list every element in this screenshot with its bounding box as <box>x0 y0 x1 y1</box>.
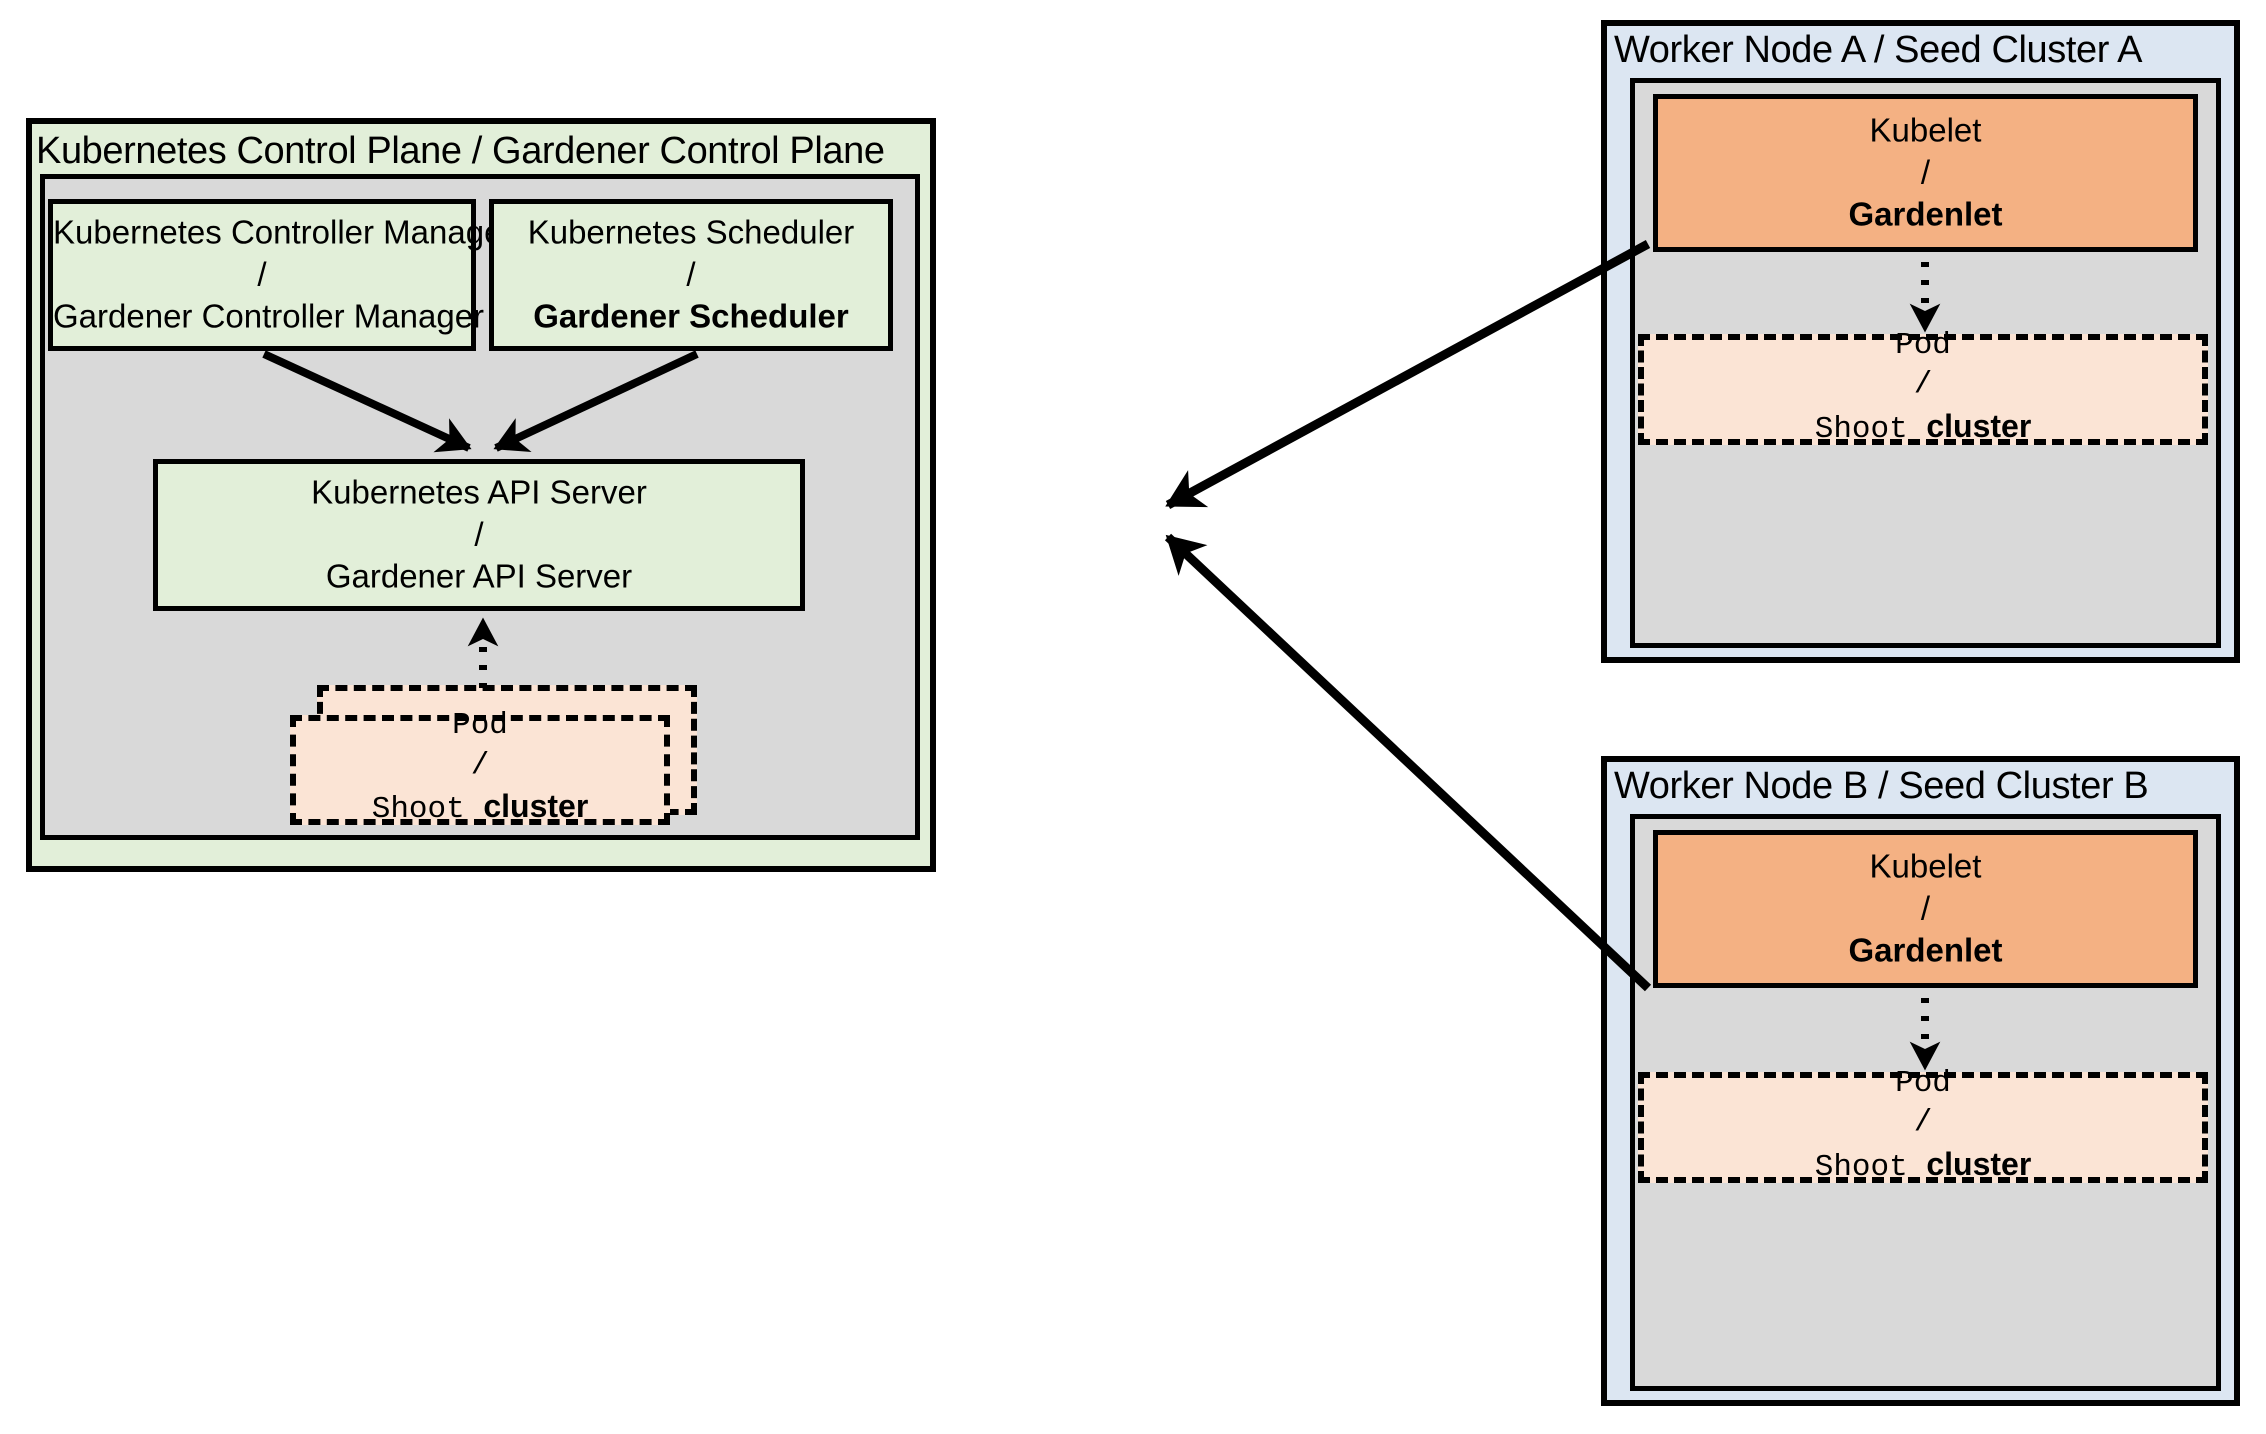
seed-a-kubelet-line1: Kubelet <box>1869 111 1982 149</box>
seed-a-kubelet-line2: Gardenlet <box>1848 196 2003 234</box>
seed-a-pod-line2-prefix: Shoot <box>1814 411 1927 447</box>
seed-a-pod-separator: / <box>1913 367 1933 403</box>
scheduler-separator: / <box>686 255 696 293</box>
control-plane-pod-box[interactable]: Pod / Shoot cluster <box>290 708 670 827</box>
seed-b-pod-box[interactable]: Pod / Shoot cluster <box>1638 1066 2208 1185</box>
control-plane-pod-line2-prefix: Shoot <box>371 792 484 828</box>
seed-b-kubelet-label: Kubelet / Gardenlet <box>1658 846 2193 973</box>
control-plane-title: Kubernetes Control Plane / Gardener Cont… <box>36 130 885 172</box>
control-plane-pod-separator: / <box>470 747 490 783</box>
controller-manager-line1: Kubernetes Controller Manager <box>53 213 514 251</box>
control-plane-pod-line2: Shoot cluster <box>296 785 664 830</box>
seed-b-pod-separator: / <box>1913 1105 1933 1141</box>
arrow-seed-b-to-api-server <box>1164 533 1652 992</box>
api-server-label: Kubernetes API Server / Gardener API Ser… <box>158 472 800 599</box>
seed-cluster-b-title: Worker Node B / Seed Cluster B <box>1614 765 2149 807</box>
control-plane-pod-label: Pod / Shoot cluster <box>296 706 664 830</box>
seed-a-kubelet-label: Kubelet / Gardenlet <box>1658 110 2193 237</box>
seed-b-pod-line2-prefix: Shoot <box>1814 1149 1927 1185</box>
seed-a-pod-label: Pod / Shoot cluster <box>1644 326 2202 450</box>
seed-b-pod-line2-suffix: cluster <box>1926 1145 2032 1182</box>
seed-a-pod-line2: Shoot cluster <box>1644 405 2202 450</box>
arrow-seed-a-to-api-server <box>1165 240 1651 509</box>
seed-a-kubelet-box[interactable]: Kubelet / Gardenlet <box>1653 94 2198 252</box>
controller-manager-separator: / <box>257 255 267 293</box>
kubernetes-api-server-box[interactable]: Kubernetes API Server / Gardener API Ser… <box>153 459 805 611</box>
scheduler-label: Kubernetes Scheduler / Gardener Schedule… <box>494 212 888 339</box>
controller-manager-label: Kubernetes Controller Manager / Gardener… <box>53 212 514 339</box>
controller-manager-line2: Gardener Controller Manager <box>53 298 485 336</box>
api-server-line2: Gardener API Server <box>325 558 633 596</box>
seed-a-kubelet-separator: / <box>1920 153 1931 191</box>
scheduler-line2: Gardener Scheduler <box>533 298 849 336</box>
seed-b-kubelet-line2: Gardenlet <box>1848 932 2003 970</box>
kubernetes-scheduler-box[interactable]: Kubernetes Scheduler / Gardener Schedule… <box>489 199 893 351</box>
seed-b-pod-label: Pod / Shoot cluster <box>1644 1064 2202 1188</box>
api-server-line1: Kubernetes API Server <box>311 473 647 511</box>
api-server-separator: / <box>474 515 484 553</box>
seed-a-pod-box[interactable]: Pod / Shoot cluster <box>1638 328 2208 447</box>
control-plane-pod-line2-suffix: cluster <box>483 788 589 825</box>
seed-b-kubelet-line1: Kubelet <box>1869 847 1982 885</box>
scheduler-line1: Kubernetes Scheduler <box>527 213 855 251</box>
seed-a-pod-line2-suffix: cluster <box>1926 407 2032 444</box>
seed-cluster-a-title: Worker Node A / Seed Cluster A <box>1614 29 2143 71</box>
kubernetes-controller-manager-box[interactable]: Kubernetes Controller Manager / Gardener… <box>48 199 514 351</box>
seed-b-kubelet-separator: / <box>1920 889 1931 927</box>
seed-b-pod-line2: Shoot cluster <box>1644 1143 2202 1188</box>
seed-b-kubelet-box[interactable]: Kubelet / Gardenlet <box>1653 830 2198 988</box>
